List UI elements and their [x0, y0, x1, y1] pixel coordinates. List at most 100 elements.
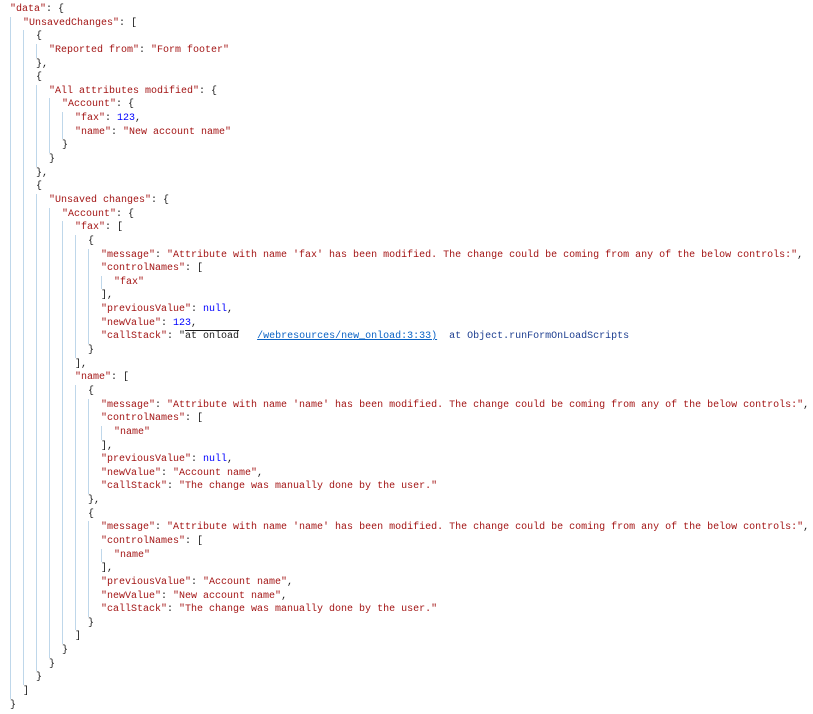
json-punctuation: } — [49, 154, 56, 166]
indent-guide — [49, 453, 62, 467]
json-string-value: "Attribute with name 'name' has been mod… — [167, 522, 804, 534]
json-punctuation: , — [281, 590, 288, 602]
json-key: "newValue" — [101, 467, 162, 479]
indent-guide — [75, 494, 88, 508]
indent-guide — [36, 630, 49, 645]
indent-guide — [62, 125, 75, 140]
indent-guide — [10, 180, 23, 194]
json-key: "previousValue" — [101, 304, 192, 316]
indent-guide — [49, 425, 62, 440]
json-punctuation: ] — [75, 631, 82, 643]
indent-guide — [75, 575, 88, 590]
json-punctuation: , — [135, 113, 142, 125]
indent-guide — [10, 275, 23, 290]
json-key: "message" — [101, 522, 156, 534]
indent-guide — [23, 630, 36, 645]
indent-guide — [49, 412, 62, 426]
code-line: { — [10, 507, 813, 522]
json-punctuation: : [ — [119, 17, 138, 29]
json-key: "controlNames" — [101, 535, 186, 547]
code-line: "newValue": "New account name", — [10, 589, 813, 604]
indent-guide — [88, 439, 101, 454]
indent-guide — [75, 521, 88, 535]
json-punctuation: , — [803, 522, 810, 534]
indent-guide — [62, 275, 75, 290]
indent-guide — [23, 344, 36, 358]
indent-guide — [23, 507, 36, 522]
indent-guide — [10, 412, 23, 426]
indent-guide — [62, 589, 75, 604]
indent-guide — [36, 98, 49, 113]
json-punctuation: : { — [116, 208, 135, 220]
indent-guide — [10, 425, 23, 440]
json-string-value: "name" — [114, 549, 151, 561]
indent-guide — [23, 357, 36, 372]
json-string-value: "Attribute with name 'name' has been mod… — [167, 399, 804, 411]
json-key: "newValue" — [101, 317, 162, 329]
indent-guide — [62, 534, 75, 549]
indent-guide — [10, 507, 23, 522]
code-line: "callStack": "The change was manually do… — [10, 603, 813, 617]
json-literal-value: 123 — [173, 317, 192, 329]
indent-guide — [36, 425, 49, 440]
indent-guide — [10, 330, 23, 345]
indent-guide — [88, 603, 101, 617]
indent-guide — [23, 330, 36, 345]
indent-guide — [49, 603, 62, 617]
indent-guide — [101, 425, 114, 440]
json-punctuation: , — [191, 317, 198, 329]
indent-guide — [23, 153, 36, 167]
indent-guide — [23, 548, 36, 563]
callstack-source-link[interactable]: /webresources/new_onload:3:33) — [257, 331, 438, 343]
json-string-value: "Attribute with name 'fax' has been modi… — [167, 249, 798, 261]
json-key: "message" — [101, 399, 156, 411]
indent-guide — [10, 644, 23, 658]
indent-guide — [10, 357, 23, 372]
json-string-value: "Account name" — [173, 467, 258, 479]
code-line: "message": "Attribute with name 'fax' ha… — [10, 248, 813, 263]
indent-guide — [10, 139, 23, 154]
code-line: { — [10, 384, 813, 399]
json-punctuation: : [ — [185, 263, 204, 275]
indent-guide — [49, 384, 62, 399]
code-line: "controlNames": [ — [10, 534, 813, 549]
indent-guide — [62, 371, 75, 385]
indent-guide — [10, 316, 23, 331]
json-string-value: "New account name" — [173, 590, 282, 602]
code-line: ], — [10, 357, 813, 372]
indent-guide — [36, 603, 49, 617]
indent-guide — [75, 534, 88, 549]
indent-guide — [62, 262, 75, 276]
code-line: "message": "Attribute with name 'name' h… — [10, 398, 813, 413]
json-punctuation: : — [161, 590, 174, 602]
json-punctuation: } — [88, 617, 95, 629]
indent-guide — [10, 603, 23, 617]
indent-guide — [10, 453, 23, 467]
code-line: }, — [10, 166, 813, 181]
indent-guide — [10, 630, 23, 645]
indent-guide — [23, 248, 36, 263]
indent-guide — [49, 644, 62, 658]
indent-guide — [10, 575, 23, 590]
indent-guide — [36, 330, 49, 345]
json-punctuation: : { — [151, 194, 170, 206]
indent-guide — [36, 494, 49, 508]
json-punctuation: " — [179, 331, 186, 343]
json-string-value: "Account name" — [203, 576, 288, 588]
json-punctuation: , — [287, 576, 294, 588]
json-punctuation: : { — [199, 85, 218, 97]
indent-guide — [49, 630, 62, 645]
json-key: "previousValue" — [101, 576, 192, 588]
indent-guide — [23, 43, 36, 58]
indent-guide — [88, 275, 101, 290]
code-line: "All attributes modified": { — [10, 84, 813, 99]
indent-guide — [23, 193, 36, 208]
code-line: "message": "Attribute with name 'name' h… — [10, 521, 813, 535]
indent-guide — [23, 575, 36, 590]
indent-guide — [10, 384, 23, 399]
json-punctuation: : — [161, 467, 174, 479]
json-punctuation: , — [803, 399, 810, 411]
indent-guide — [49, 221, 62, 235]
indent-guide — [62, 248, 75, 263]
indent-guide — [10, 193, 23, 208]
